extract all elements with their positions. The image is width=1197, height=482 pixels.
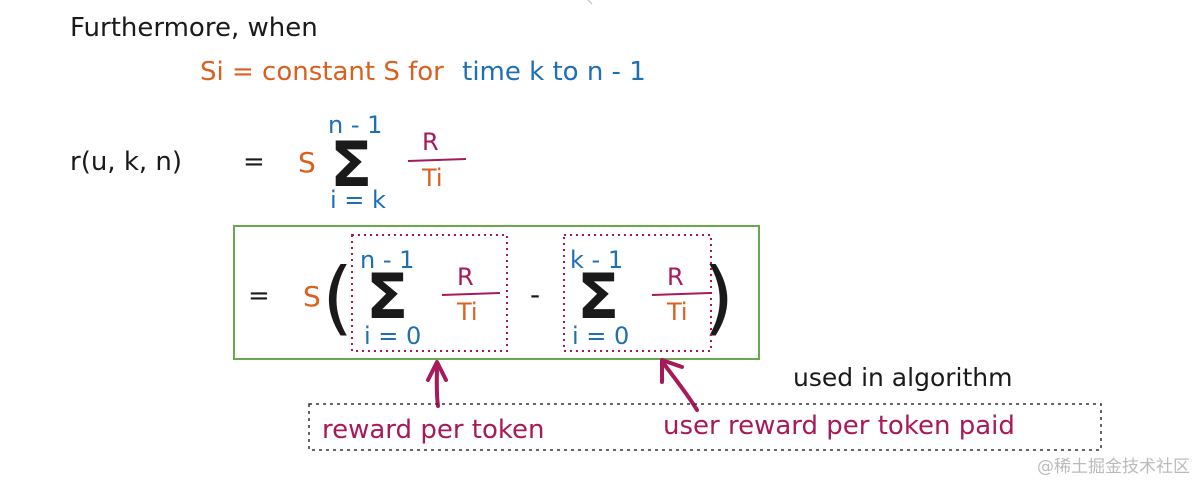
equation-2: = S ( ) Σ n - 1 i = 0 R Ti - Σ k - 1 i =…: [248, 234, 734, 352]
eq2-minus: -: [530, 278, 540, 311]
term1-sigma: Σ: [366, 260, 408, 333]
term1-fraction-bar: [441, 292, 501, 296]
eq1-fraction-bar: [407, 158, 467, 162]
condition-part2: time k to n - 1: [462, 57, 646, 87]
eq1-sigma: Σ: [330, 128, 372, 201]
intro-text: Furthermore, when: [70, 13, 318, 43]
term2-fraction-bar: [651, 292, 711, 296]
eq1-coef: S: [298, 146, 316, 179]
top-tick-mark: [587, 0, 593, 5]
condition-text: Si = constant S for time k to n - 1: [200, 57, 646, 87]
eq2-coef: S: [303, 280, 321, 313]
term2-sigma: Σ: [577, 260, 619, 333]
label-reward-per-token: reward per token: [322, 415, 544, 445]
eq1-denominator: Ti: [421, 164, 443, 192]
eq1-lower: i = k: [330, 186, 386, 214]
labels-dotted-box: [308, 403, 1102, 451]
term1-upper: n - 1: [360, 246, 414, 274]
eq2-right-paren: ): [703, 251, 734, 344]
eq1-equals: =: [243, 147, 265, 177]
equation-1: r(u, k, n) = S Σ n - 1 i = k R Ti: [70, 111, 467, 214]
term1-lower: i = 0: [364, 322, 421, 350]
term2-lower: i = 0: [572, 322, 629, 350]
term1-dotted-box: [351, 234, 508, 352]
term2-denominator: Ti: [666, 298, 688, 326]
eq2-left-paren: (: [322, 251, 353, 344]
condition-part1: Si = constant S for: [200, 57, 444, 87]
eq2-equals: =: [248, 281, 270, 311]
result-box: [233, 225, 760, 360]
term2-numerator: R: [667, 263, 684, 291]
used-in-algorithm-note: used in algorithm: [793, 363, 1012, 392]
arrow-reward-per-token: [426, 360, 448, 408]
label-user-reward-per-token-paid: user reward per token paid: [663, 411, 1015, 441]
eq1-numerator: R: [422, 128, 439, 156]
eq1-upper: n - 1: [328, 111, 382, 139]
watermark: @稀土掘金技术社区: [1037, 457, 1190, 477]
term2-dotted-box: [563, 234, 712, 352]
term2-upper: k - 1: [570, 246, 623, 274]
arrow-user-reward-per-token-paid: [660, 358, 699, 412]
term1-denominator: Ti: [456, 298, 478, 326]
term1-numerator: R: [457, 263, 474, 291]
eq1-lhs: r(u, k, n): [70, 147, 182, 177]
